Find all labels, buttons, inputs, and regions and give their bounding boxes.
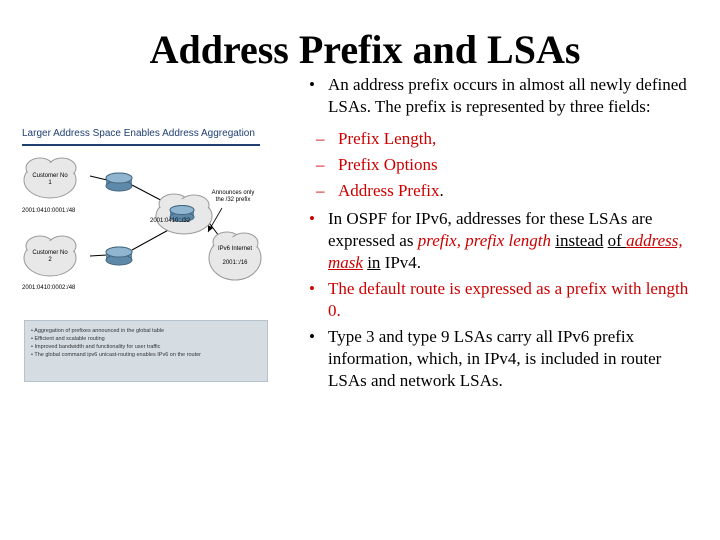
sub-bullet-2-text: Prefix Options: [338, 155, 438, 174]
legend-text: Aggregation of prefixes announced in the…: [34, 328, 165, 334]
legend-text: The global command ipv6 unicast-routing …: [34, 352, 201, 358]
link-line: [131, 227, 173, 251]
network-diagram: [23, 157, 262, 281]
legend-item: • Improved bandwidth and functionality f…: [31, 344, 161, 350]
sub-bullet-2: –Prefix Options: [316, 155, 438, 174]
sub-bullet-1: –Prefix Length,: [316, 129, 437, 148]
bullet-2-prefix-term: prefix, prefix length: [417, 231, 551, 250]
bullet-2: • In OSPF for IPv6, addresses for these …: [302, 208, 702, 274]
internet-label: IPv6 Internet: [217, 246, 253, 252]
customer2-prefix: 2001:0410:0002:/48: [22, 285, 76, 291]
announce-note: Announces only the /32 prefix: [211, 190, 255, 203]
link-line: [89, 254, 108, 257]
legend-item: • The global command ipv6 unicast-routin…: [31, 352, 201, 358]
legend-text: Improved bandwidth and functionality for…: [34, 344, 161, 350]
link-line: [89, 175, 108, 181]
customer2-label: Customer No 2: [32, 250, 68, 263]
slide-content: • An address prefix occurs in almost all…: [302, 74, 702, 396]
aggregation-figure: Larger Address Space Enables Address Agg…: [22, 128, 272, 383]
bullet-4-text: Type 3 and type 9 LSAs carry all IPv6 pr…: [328, 327, 662, 390]
sub-bullet-3: –Address Prefix.: [316, 181, 444, 200]
customer1-cloud: [23, 157, 77, 199]
bullet-1: • An address prefix occurs in almost all…: [302, 74, 702, 118]
bullet-dot: •: [309, 75, 315, 94]
figure-legend-box: • Aggregation of prefixes announced in t…: [24, 320, 268, 382]
sub-bullet-1-text: Prefix Length,: [338, 129, 437, 148]
customer1-prefix: 2001:0410:0001:/48: [22, 208, 76, 214]
bullet-3: • The default route is expressed as a pr…: [302, 278, 702, 322]
slide-title: Address Prefix and LSAs: [149, 27, 581, 72]
bullet-2-text: In OSPF for IPv6, addresses for these LS…: [328, 209, 653, 250]
legend-text: Efficient and scalable routing: [34, 336, 105, 342]
bullet-dot: •: [309, 209, 315, 228]
arrow-head: [208, 225, 213, 232]
bullet-1-text: An address prefix occurs in almost all n…: [328, 75, 687, 116]
router-icon: [105, 172, 133, 192]
bullet-2-instead: instead: [555, 231, 604, 250]
bullet-2-in: in: [367, 253, 381, 272]
isp-prefix: 2001:0410::/32: [150, 218, 191, 224]
bullet-2-of: of: [607, 231, 627, 250]
internet-cloud: [208, 231, 262, 281]
customer1-label: Customer No 1: [32, 173, 68, 186]
customer2-cloud: [23, 235, 77, 277]
bullet-4: • Type 3 and type 9 LSAs carry all IPv6 …: [302, 326, 702, 392]
bullet-dot: •: [309, 279, 315, 298]
bullet-2-address-mask: address, mask: [328, 231, 683, 272]
sub-bullet-3-period: .: [439, 181, 444, 200]
legend-item: • Efficient and scalable routing: [31, 336, 105, 342]
sub-bullet-3-text: Address Prefix: [338, 181, 440, 200]
caption-rule: [22, 144, 260, 146]
bullet-2-ipv4: IPv4.: [380, 253, 422, 272]
bullet-3-text: The default route is expressed as a pref…: [328, 279, 689, 320]
legend-item: • Aggregation of prefixes announced in t…: [31, 328, 165, 334]
internet-prefix: 2001::/16: [222, 260, 248, 266]
router-icon: [169, 205, 195, 222]
router-icon: [105, 246, 133, 266]
bullet-dot: •: [309, 327, 315, 346]
figure-caption: Larger Address Space Enables Address Agg…: [22, 128, 255, 139]
